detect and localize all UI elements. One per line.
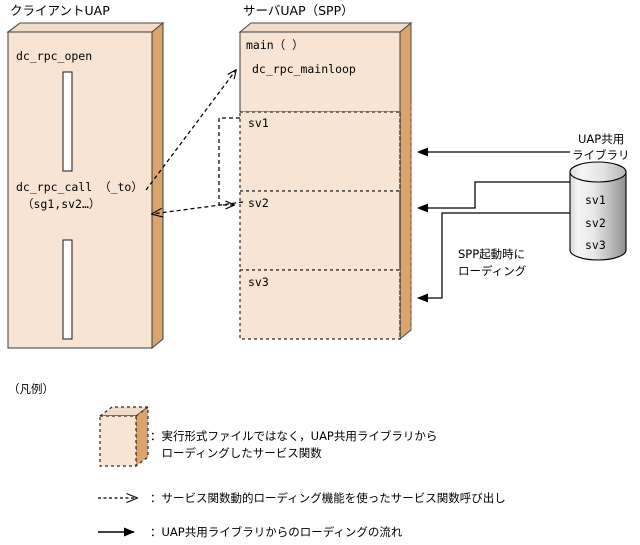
- server-main-section: [239, 31, 401, 113]
- legend-item-1-text-line1: ：実行形式ファイルではなく，UAP共用ライブラリから: [150, 429, 438, 443]
- arrow-call-to-mainloop: [145, 70, 236, 191]
- library-entry-sv3: sv3: [585, 238, 606, 252]
- library-title-line2: ライブラリ: [572, 148, 630, 162]
- client-dc-rpc-call-label: dc_rpc_call （_to）: [16, 180, 143, 194]
- client-uap-box: [6, 21, 165, 350]
- loading-note-line1: SPP起動時に: [458, 247, 526, 261]
- cylinder-top-ellipse: [569, 161, 627, 183]
- client-box-top-face: [6, 22, 165, 33]
- uap-shared-library-cylinder: [569, 161, 627, 261]
- legend-swatch-front-face: [99, 415, 137, 467]
- arrow-return-to-client: [152, 201, 244, 214]
- legend-item-1-text-line2: ローディングしたサービス関数: [150, 446, 322, 460]
- client-activation-bar-2: [62, 239, 73, 340]
- server-box-side-face: [399, 21, 412, 341]
- client-uap-title: クライアントUAP: [10, 3, 110, 18]
- library-entry-sv1: sv1: [585, 193, 606, 207]
- client-dc-rpc-call-args: （sg1,sv2…）: [22, 197, 101, 211]
- arrow-load-sv2: [417, 181, 570, 213]
- server-box-top-face: [238, 22, 413, 33]
- client-box-side-face: [151, 21, 164, 350]
- legend-swatch-side-face: [135, 405, 149, 468]
- library-entry-sv2: sv2: [585, 216, 606, 230]
- server-service-label-sv1: sv1: [248, 116, 269, 130]
- server-main-label: main（ ）: [246, 38, 304, 52]
- server-uap-box: [238, 21, 413, 341]
- loading-note-line2: ローディング: [458, 264, 527, 278]
- server-mainloop-label: dc_rpc_mainloop: [252, 62, 356, 76]
- client-box-front-face: [7, 31, 153, 349]
- server-service-section-sv3: [239, 269, 401, 340]
- legend-item-2-text: ：サービス関数動的ローディング機能を使ったサービス関数呼び出し: [150, 491, 506, 505]
- library-title-line1: UAP共用: [578, 132, 625, 146]
- arrow-dispatch-to-sv2: [218, 117, 240, 205]
- server-service-label-sv2: sv2: [248, 196, 269, 210]
- legend-heading: （凡例）: [8, 382, 54, 396]
- server-uap-title: サーバUAP（SPP）: [243, 3, 354, 18]
- client-activation-bar-1: [62, 71, 73, 172]
- server-service-section-sv1: [239, 111, 401, 192]
- legend-box-swatch: [98, 405, 150, 468]
- cylinder-body: [569, 171, 627, 261]
- arrow-load-sv3: [417, 212, 570, 303]
- server-service-label-sv3: sv3: [248, 275, 269, 289]
- server-service-section-sv2: [239, 190, 401, 271]
- client-dc-rpc-open-label: dc_rpc_open: [16, 49, 93, 63]
- legend-item-3-text: ：UAP共用ライブラリからのローディングの流れ: [150, 525, 403, 539]
